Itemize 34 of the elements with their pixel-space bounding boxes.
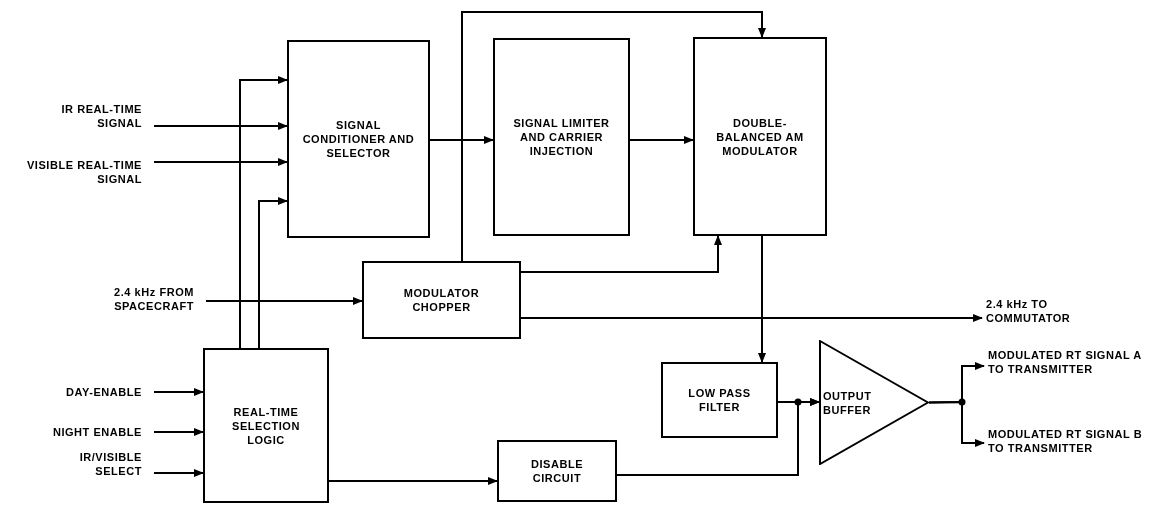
signal-arrow [153,122,288,130]
signal-arrow [461,11,766,262]
signal-label: 2.4 kHz TO COMMUTATOR [982,294,1112,328]
process-block: REAL-TIME SELECTION LOGIC [203,348,329,503]
process-block: DOUBLE-BALANCED AM MODULATOR [693,37,827,236]
signal-arrow [153,158,288,166]
signal-label: MODULATED RT SIGNAL A TO TRANSMITTER [984,336,1152,388]
process-block: DISABLE CIRCUIT [497,440,617,502]
signal-arrow [928,401,985,447]
signal-arrow [153,388,204,396]
signal-label: NIGHT ENABLE [4,422,154,442]
block-label: OUTPUT BUFFER [823,388,873,417]
signal-label: IR/VISIBLE SELECT [40,446,154,482]
signal-arrow [520,235,722,273]
signal-arrow [153,428,204,436]
signal-label: VISIBLE REAL-TIME SIGNAL [10,154,154,190]
signal-label: MODULATED RT SIGNAL B TO TRANSMITTER [984,415,1152,467]
signal-arrow [258,197,288,349]
signal-arrow [758,235,766,363]
signal-arrow [429,136,494,144]
signal-arrow [153,469,204,477]
signal-arrow [629,136,694,144]
process-block: MODULATOR CHOPPER [362,261,521,339]
signal-label: IR REAL-TIME SIGNAL [50,98,154,134]
signal-arrow [520,314,983,322]
signal-label: DAY-ENABLE [10,382,154,402]
signal-arrow [239,76,288,349]
process-block: SIGNAL CONDITIONER AND SELECTOR [287,40,430,238]
signal-arrow [328,477,498,485]
process-block: SIGNAL LIMITER AND CARRIER INJECTION [493,38,630,236]
signal-label: 2.4 kHz FROM SPACECRAFT [60,282,206,316]
signal-arrow [205,297,363,305]
process-block: LOW PASS FILTER [661,362,778,438]
signal-arrow [616,398,820,476]
